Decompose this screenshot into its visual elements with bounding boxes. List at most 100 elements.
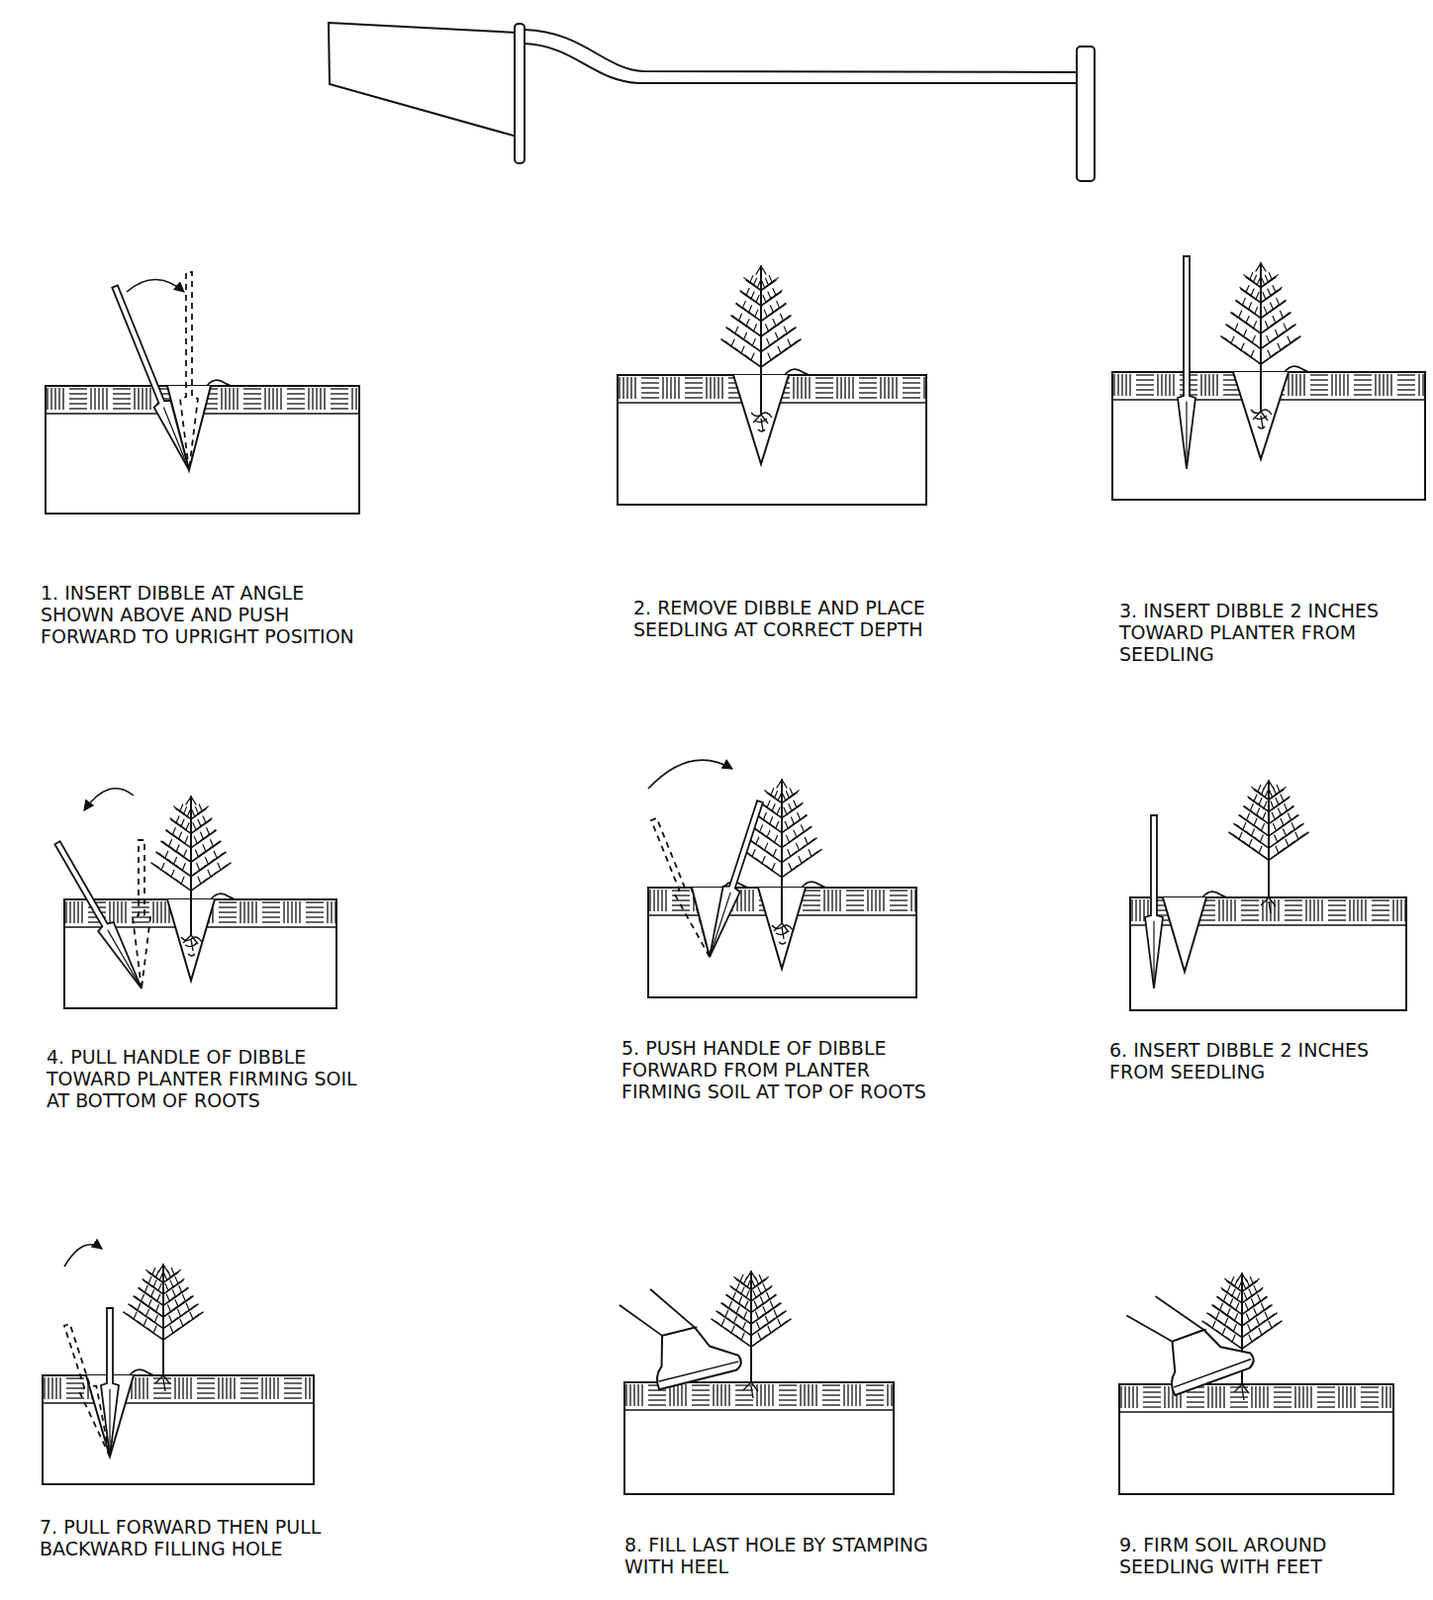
drawing-stroke bbox=[191, 852, 226, 877]
drawing-stroke bbox=[201, 806, 208, 812]
drawing-stroke bbox=[163, 842, 170, 848]
drawing-stroke bbox=[1221, 336, 1261, 365]
drawing-stroke bbox=[514, 23, 525, 164]
drawing-stroke bbox=[1243, 806, 1250, 812]
drawing-stroke bbox=[1236, 299, 1242, 305]
drawing-stroke bbox=[1269, 790, 1273, 798]
drawing-stroke bbox=[170, 1280, 174, 1288]
drawing-stroke bbox=[169, 1296, 176, 1302]
drawing-stroke bbox=[741, 346, 745, 354]
drawing-stroke bbox=[1267, 350, 1271, 358]
drawing-stroke bbox=[772, 849, 776, 857]
ground-block bbox=[624, 1382, 894, 1495]
drawing-stroke bbox=[1259, 835, 1263, 843]
drawing-stroke bbox=[761, 303, 786, 322]
dibble bbox=[1177, 256, 1196, 470]
step-caption: 6. INSERT DIBBLE 2 INCHES FROM SEEDLING bbox=[1109, 1039, 1429, 1083]
drawing-stroke bbox=[747, 1280, 751, 1288]
drawing-stroke bbox=[524, 29, 1077, 73]
drawing-stroke bbox=[1283, 820, 1290, 826]
drawing-stroke bbox=[1279, 299, 1286, 305]
drawing-stroke bbox=[129, 1369, 162, 1376]
step-panel bbox=[1119, 1272, 1394, 1495]
drawing-stroke bbox=[731, 339, 735, 347]
drawing-stroke bbox=[192, 1314, 199, 1320]
drawing-stroke bbox=[175, 1300, 179, 1308]
drawing-stroke bbox=[733, 315, 740, 321]
drawing-stroke bbox=[1261, 278, 1265, 286]
drawing-stroke bbox=[217, 862, 221, 870]
boot bbox=[1124, 1272, 1256, 1402]
drawing-stroke bbox=[148, 1317, 155, 1323]
drawing-stroke bbox=[780, 779, 783, 924]
drawing-stroke bbox=[1287, 806, 1294, 812]
drawing-stroke bbox=[1202, 891, 1235, 898]
drawing-stroke bbox=[1283, 829, 1287, 837]
drawing-stroke bbox=[191, 862, 231, 891]
drawing-stroke bbox=[756, 859, 763, 864]
drawing-stroke bbox=[163, 1304, 198, 1330]
step-panel bbox=[49, 788, 337, 1009]
drawing-stroke bbox=[193, 836, 197, 844]
drawing-stroke bbox=[132, 840, 151, 989]
drawing-stroke bbox=[1261, 824, 1265, 832]
drawing-stroke bbox=[178, 1278, 185, 1284]
drawing-stroke bbox=[1248, 1289, 1252, 1297]
drawing-stroke bbox=[198, 852, 205, 858]
drawing-stroke bbox=[1275, 846, 1279, 854]
drawing-stroke bbox=[746, 319, 750, 327]
drawing-stroke bbox=[163, 1312, 203, 1340]
drawing-stroke bbox=[216, 853, 223, 859]
drawing-stroke bbox=[783, 326, 787, 334]
drawing-stroke bbox=[1241, 1305, 1272, 1327]
drawing-stroke bbox=[179, 1285, 183, 1293]
drawing-stroke bbox=[1252, 411, 1268, 428]
step-panel bbox=[645, 760, 917, 998]
drawing-stroke bbox=[752, 850, 756, 858]
drawing-stroke bbox=[741, 1333, 745, 1340]
drawing-stroke bbox=[1234, 824, 1269, 850]
drawing-stroke bbox=[1242, 304, 1249, 310]
drawing-stroke bbox=[772, 319, 776, 327]
drawing-stroke bbox=[1263, 801, 1267, 809]
drawing-stroke bbox=[165, 1283, 169, 1291]
drawing-stroke bbox=[780, 313, 784, 321]
drawing-stroke bbox=[145, 1292, 152, 1298]
drawing-stroke bbox=[1267, 1314, 1274, 1320]
drawing-stroke bbox=[1237, 825, 1243, 831]
drawing-stroke bbox=[756, 266, 762, 275]
drawing-stroke bbox=[793, 800, 797, 808]
step-caption: 1. INSERT DIBBLE AT ANGLE SHOWN ABOVE AN… bbox=[40, 581, 368, 648]
drawing-stroke bbox=[1281, 810, 1288, 816]
seedling bbox=[1221, 263, 1301, 428]
drawing-stroke bbox=[1233, 1324, 1237, 1332]
drawing-stroke bbox=[1162, 897, 1207, 972]
drawing-stroke bbox=[767, 353, 771, 361]
dibble-previous-position bbox=[645, 816, 718, 961]
drawing-stroke bbox=[173, 834, 180, 840]
drawing-stroke bbox=[784, 369, 817, 376]
drawing-stroke bbox=[200, 878, 207, 884]
drawing-stroke bbox=[1283, 312, 1290, 318]
drawing-stroke bbox=[1269, 337, 1276, 343]
drawing-stroke bbox=[1253, 1309, 1257, 1317]
drawing-stroke bbox=[1253, 794, 1257, 802]
drawing-stroke bbox=[1233, 834, 1240, 840]
drawing-stroke bbox=[796, 802, 803, 808]
drawing-stroke bbox=[165, 851, 169, 859]
drawing-stroke bbox=[1276, 826, 1283, 832]
drawing-stroke bbox=[42, 1402, 314, 1405]
drawing-stroke bbox=[178, 1309, 182, 1317]
drawing-stroke bbox=[1298, 834, 1305, 840]
drawing-stroke bbox=[804, 827, 811, 833]
drawing-stroke bbox=[746, 1290, 750, 1298]
drawing-stroke bbox=[1254, 306, 1258, 314]
drawing-stroke bbox=[776, 779, 782, 788]
drawing-stroke bbox=[1253, 321, 1257, 329]
drawing-stroke bbox=[1268, 780, 1274, 789]
drawing-stroke bbox=[751, 1303, 781, 1325]
step-panel bbox=[617, 266, 927, 505]
drawing-stroke bbox=[721, 1303, 752, 1325]
drawing-stroke bbox=[1266, 308, 1273, 314]
drawing-stroke bbox=[176, 1292, 183, 1298]
